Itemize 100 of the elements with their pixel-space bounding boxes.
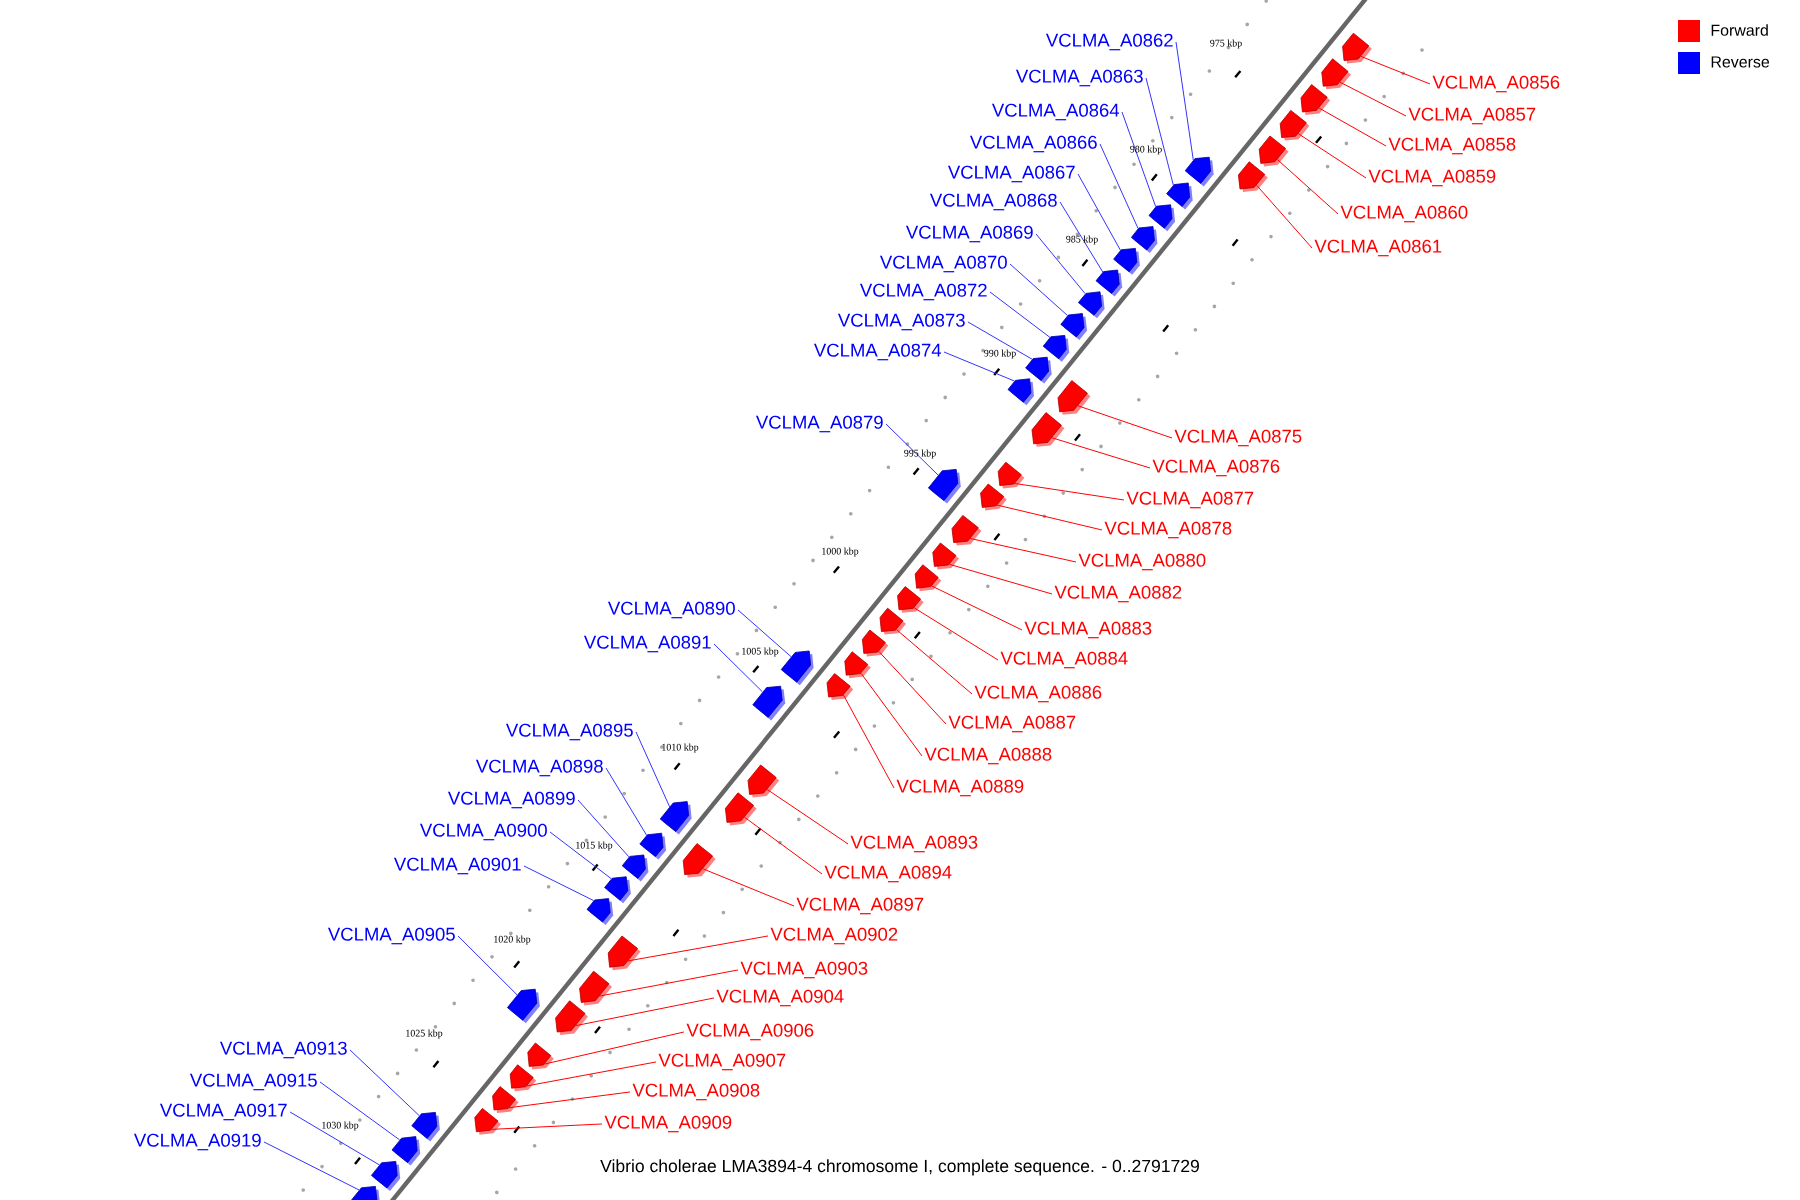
gene-label: VCLMA_A0878 xyxy=(1104,521,1232,539)
leader-line xyxy=(1339,81,1407,117)
gene-label: VCLMA_A0887 xyxy=(948,715,1076,733)
gene-glyph xyxy=(639,832,666,860)
leader-line xyxy=(737,609,792,658)
gene-glyph xyxy=(1007,378,1034,406)
gene-label: VCLMA_A0859 xyxy=(1368,169,1496,187)
leader-line xyxy=(744,816,823,875)
gene-glyph xyxy=(1321,58,1351,90)
leader-line xyxy=(931,585,1023,631)
gene-label: VCLMA_A0879 xyxy=(755,415,883,433)
gene-glyph xyxy=(862,629,889,657)
gene-glyph xyxy=(350,1186,380,1200)
gene-glyph xyxy=(411,1112,440,1142)
gene-glyph xyxy=(1031,412,1065,447)
gene-label: VCLMA_A0895 xyxy=(506,723,633,741)
gene-glyph xyxy=(604,876,631,904)
gene-label: VCLMA_A0883 xyxy=(1024,621,1152,639)
gene-glyph xyxy=(1025,356,1052,384)
leader-line xyxy=(319,1081,401,1141)
gene-label: VCLMA_A0913 xyxy=(220,1041,347,1059)
gene-glyph xyxy=(780,650,814,686)
gene-glyph xyxy=(1078,291,1105,319)
gene-glyph xyxy=(725,792,757,826)
gene-glyph xyxy=(1166,182,1193,210)
leader-line xyxy=(1276,159,1339,215)
gene-glyph xyxy=(1258,135,1289,167)
gene-label: VCLMA_A0868 xyxy=(929,193,1057,211)
leader-line xyxy=(969,538,1077,563)
gene-label: VCLMA_A0888 xyxy=(924,747,1052,765)
leader-line xyxy=(1256,184,1313,249)
gene-glyph xyxy=(844,651,871,679)
gene-glyph xyxy=(1342,32,1372,64)
leader-line xyxy=(1297,133,1367,179)
gene-glyph xyxy=(928,469,961,504)
gene-label: VCLMA_A0909 xyxy=(604,1115,732,1133)
gene-label: VCLMA_A0882 xyxy=(1054,585,1182,603)
leader-line xyxy=(766,788,849,845)
leader-line xyxy=(349,1049,420,1117)
gene-label: VCLMA_A0861 xyxy=(1314,239,1442,257)
gene-label: VCLMA_A0876 xyxy=(1152,459,1280,477)
gene-label: VCLMA_A0873 xyxy=(837,313,965,331)
gene-glyph xyxy=(527,1042,554,1070)
gene-label: VCLMA_A0874 xyxy=(813,343,942,361)
gene-label: VCLMA_A0894 xyxy=(824,865,952,883)
gene-glyph xyxy=(474,1108,501,1135)
leader-line xyxy=(896,629,973,695)
gene-label: VCLMA_A0884 xyxy=(1000,651,1128,669)
gene-glyph xyxy=(586,898,614,925)
leader-line xyxy=(885,423,939,476)
leader-line xyxy=(289,1111,380,1166)
gene-label: VCLMA_A0872 xyxy=(859,283,987,301)
gene-glyph xyxy=(1238,161,1268,192)
gene-label: VCLMA_A0877 xyxy=(1126,491,1254,509)
leader-line xyxy=(948,563,1053,595)
leader-line xyxy=(549,831,612,880)
gene-glyph xyxy=(1184,156,1214,187)
gene-glyph xyxy=(914,564,942,592)
gene-glyph xyxy=(951,515,982,546)
gene-glyph xyxy=(371,1161,401,1191)
gene-label: VCLMA_A0904 xyxy=(716,989,844,1007)
leader-line xyxy=(1077,173,1121,251)
leader-line xyxy=(1360,55,1431,85)
gene-label: VCLMA_A0893 xyxy=(850,835,978,853)
gene-label: VCLMA_A0889 xyxy=(896,779,1024,797)
gene-glyph xyxy=(682,843,716,878)
gene-glyph xyxy=(507,988,540,1024)
leader-line xyxy=(878,651,947,725)
leader-line xyxy=(1077,405,1173,439)
leader-line xyxy=(526,1061,657,1087)
leader-line xyxy=(967,321,1033,360)
gene-glyph xyxy=(897,586,924,613)
gene-glyph xyxy=(932,542,959,570)
leader-line xyxy=(1318,107,1387,147)
gene-label: VCLMA_A0905 xyxy=(328,927,455,945)
gene-glyph xyxy=(752,685,786,721)
gene-glyph xyxy=(879,607,906,635)
leader-line xyxy=(457,935,518,996)
gene-label: VCLMA_A0901 xyxy=(394,857,521,875)
gene-glyph xyxy=(826,673,854,700)
gene-label: VCLMA_A0903 xyxy=(740,961,868,979)
leader-line xyxy=(713,643,763,693)
leader-line xyxy=(996,504,1103,531)
leader-line xyxy=(508,1091,631,1109)
leader-line xyxy=(1059,201,1104,273)
gene-label: VCLMA_A0897 xyxy=(796,897,924,915)
gene-label: VCLMA_A0906 xyxy=(686,1023,814,1041)
gene-glyph xyxy=(1113,248,1140,275)
gene-glyph xyxy=(980,483,1007,511)
gene-label: VCLMA_A0907 xyxy=(658,1053,786,1071)
leader-line xyxy=(1145,77,1174,186)
gene-glyph xyxy=(621,854,649,882)
gene-label: VCLMA_A0862 xyxy=(1045,33,1173,51)
caption: Vibrio cholerae LMA3894-4 chromosome I, complete sequence. - 0..2791729 xyxy=(600,1159,1199,1176)
gene-label: VCLMA_A0858 xyxy=(1388,137,1516,155)
gene-label: VCLMA_A0919 xyxy=(134,1133,261,1151)
leader-line xyxy=(263,1141,360,1191)
gene-label: VCLMA_A0867 xyxy=(947,165,1075,183)
gene-glyph xyxy=(555,1000,588,1035)
leader-line xyxy=(1121,111,1157,208)
